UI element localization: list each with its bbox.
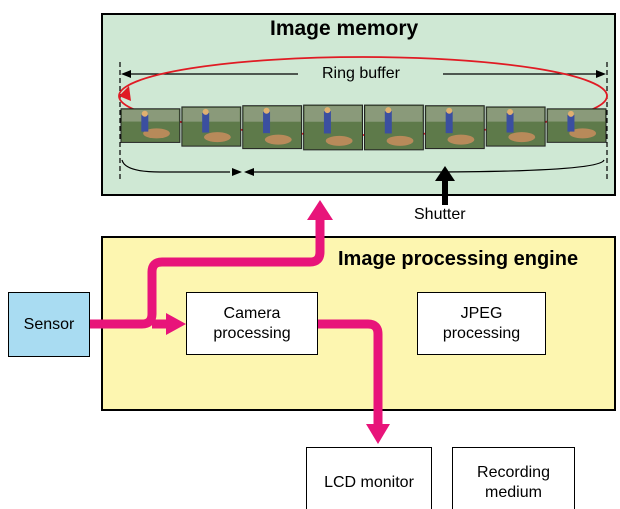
- lcd-monitor-box: LCD monitor: [306, 447, 432, 509]
- flow-arrowheads: [166, 200, 390, 444]
- arrow-to-lcd-monitor: [366, 424, 390, 444]
- sensor-box: Sensor: [8, 292, 90, 357]
- arrow-to-image-memory: [307, 200, 333, 220]
- image-processing-engine-title: Image processing engine: [338, 248, 579, 270]
- arrow-to-camera-processing: [166, 313, 186, 335]
- jpeg-processing-box: JPEG processing: [417, 292, 546, 355]
- video-frame: [303, 104, 363, 151]
- image-memory-title: Image memory: [270, 17, 419, 40]
- frame-strip: [120, 104, 607, 151]
- image-memory-block: [101, 13, 616, 196]
- video-frame: [242, 105, 303, 150]
- camera-processing-box: Camera processing: [186, 292, 318, 355]
- video-frame: [181, 106, 242, 147]
- video-frame: [546, 108, 607, 143]
- brace-arrowheads: [232, 168, 254, 176]
- shutter-label: Shutter: [414, 206, 466, 223]
- ring-arrowhead: [119, 86, 131, 101]
- buffer-braces: [121, 159, 605, 173]
- video-frame: [485, 106, 546, 147]
- shutter-arrow: [435, 166, 455, 205]
- video-frame: [364, 104, 424, 151]
- ring-buffer-label: Ring buffer: [322, 65, 400, 82]
- ring-buffer-dimension: [119, 62, 608, 180]
- recording-medium-box: Recording medium: [452, 447, 575, 509]
- video-frame: [120, 108, 181, 143]
- video-frame: [424, 105, 485, 150]
